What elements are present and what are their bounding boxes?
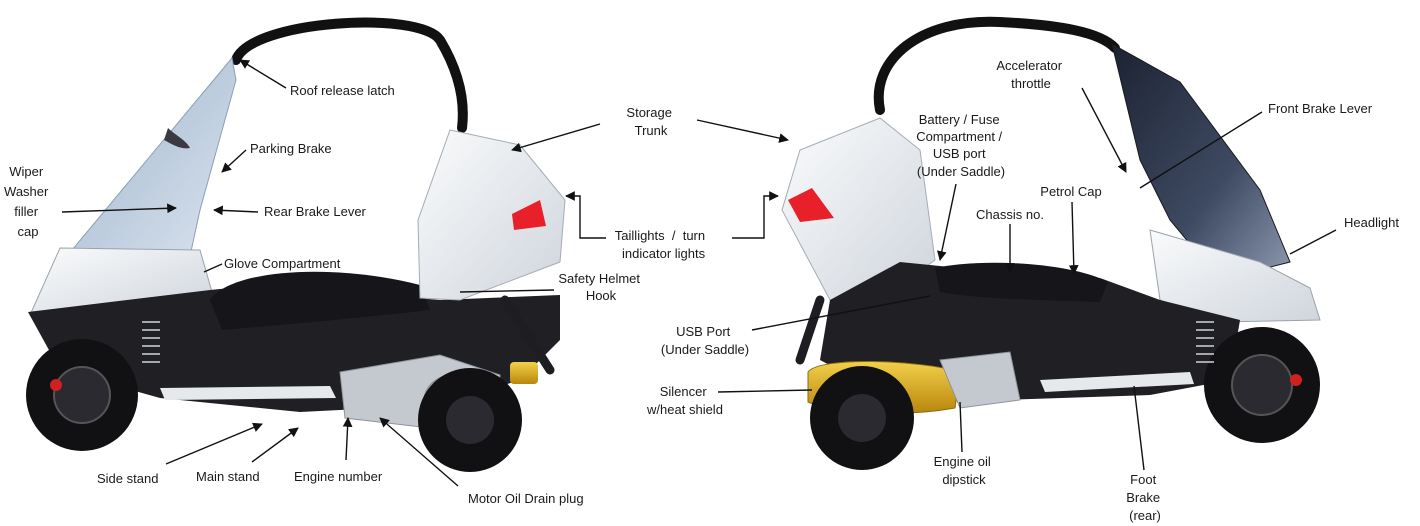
label-line: (Under Saddle) <box>661 342 749 357</box>
label-line: (rear) <box>1129 508 1161 523</box>
label-accelerator-throttle: Accelerator throttle <box>996 58 1065 91</box>
label-line: (Under Saddle) <box>917 164 1005 179</box>
label-line: Motor Oil Drain plug <box>468 491 584 506</box>
label-line: Trunk <box>635 123 668 138</box>
label-battery-fuse-compartment: Battery / Fuse Compartment / USB port (U… <box>916 112 1006 179</box>
label-line: Roof release latch <box>290 83 395 98</box>
label-line: Engine oil <box>934 454 991 469</box>
label-engine-number: Engine number <box>294 469 383 484</box>
leader-lines <box>61 59 1337 487</box>
label-wiper-washer-filler-cap: Wiper Washer filler cap <box>4 164 52 239</box>
left-taillight <box>512 200 546 230</box>
label-line: throttle <box>1011 76 1051 91</box>
label-line: w/heat shield <box>646 402 723 417</box>
left-roof-bar <box>231 17 468 133</box>
left-windshield <box>70 56 237 257</box>
label-motor-oil-drain-plug: Motor Oil Drain plug <box>468 491 584 506</box>
label-line: Storage <box>626 105 672 120</box>
right-front-wheel <box>1204 327 1320 443</box>
label-side-stand: Side stand <box>97 471 158 486</box>
label-line: indicator lights <box>622 246 706 261</box>
label-storage-trunk: Storage Trunk <box>626 105 675 138</box>
label-line: Main stand <box>196 469 260 484</box>
right-saddle <box>935 262 1108 302</box>
label-line: Brake <box>1126 490 1160 505</box>
left-front-wheel <box>26 339 138 451</box>
right-taillight <box>788 188 834 222</box>
label-line: Compartment / <box>916 129 1002 144</box>
label-usb-port-under-saddle: USB Port (Under Saddle) <box>661 324 749 357</box>
left-storage-trunk <box>417 129 566 301</box>
label-line: Glove Compartment <box>224 256 341 271</box>
label-line: Parking Brake <box>250 141 332 156</box>
label-line: Side stand <box>97 471 158 486</box>
label-line: dipstick <box>942 472 986 487</box>
label-parking-brake: Parking Brake <box>250 141 332 156</box>
label-headlight: Headlight <box>1344 215 1399 230</box>
right-scooter-illustration <box>781 16 1321 470</box>
label-line: Headlight <box>1344 215 1399 230</box>
label-line: Chassis no. <box>976 207 1044 222</box>
label-front-brake-lever: Front Brake Lever <box>1268 101 1373 116</box>
right-engine-block <box>939 351 1021 409</box>
label-line: Engine number <box>294 469 383 484</box>
label-petrol-cap: Petrol Cap <box>1040 184 1101 199</box>
label-line: Safety Helmet <box>558 271 640 286</box>
label-line: Taillights / turn <box>615 228 705 243</box>
left-saddle <box>210 271 430 330</box>
label-line: Hook <box>586 288 617 303</box>
label-rear-brake-lever: Rear Brake Lever <box>264 204 367 219</box>
label-line: Rear Brake Lever <box>264 204 367 219</box>
label-line: cap <box>18 224 39 239</box>
label-line: Washer <box>4 184 49 199</box>
label-glove-compartment: Glove Compartment <box>224 256 341 271</box>
right-rear-wheel <box>810 366 914 470</box>
left-scooter-illustration <box>26 17 566 472</box>
label-taillights-turn-indicator: Taillights / turn indicator lights <box>0 0 723 261</box>
left-rear-wheel <box>418 368 522 472</box>
label-line: Wiper <box>9 164 44 179</box>
label-line: Accelerator <box>996 58 1062 73</box>
right-roof-bar <box>873 16 1120 115</box>
label-line: filler <box>14 204 39 219</box>
label-line: Front Brake Lever <box>1268 101 1373 116</box>
label-safety-helmet-hook: Safety Helmet Hook <box>558 271 643 303</box>
label-line: Battery / Fuse <box>919 112 1000 127</box>
label-engine-oil-dipstick: Engine oil dipstick <box>934 454 995 487</box>
label-line: USB port <box>933 146 986 161</box>
label-line: Foot <box>1130 472 1156 487</box>
label-foot-brake-rear: Foot Brake (rear) <box>1126 472 1164 523</box>
label-line: USB Port <box>676 324 731 339</box>
label-line: Silencer <box>660 384 708 399</box>
label-main-stand: Main stand <box>196 469 260 484</box>
label-chassis-no: Chassis no. <box>976 207 1044 222</box>
label-line: Petrol Cap <box>1040 184 1101 199</box>
label-silencer-heat-shield: Silencer w/heat shield <box>646 384 723 417</box>
label-roof-release-latch: Roof release latch <box>290 83 395 98</box>
